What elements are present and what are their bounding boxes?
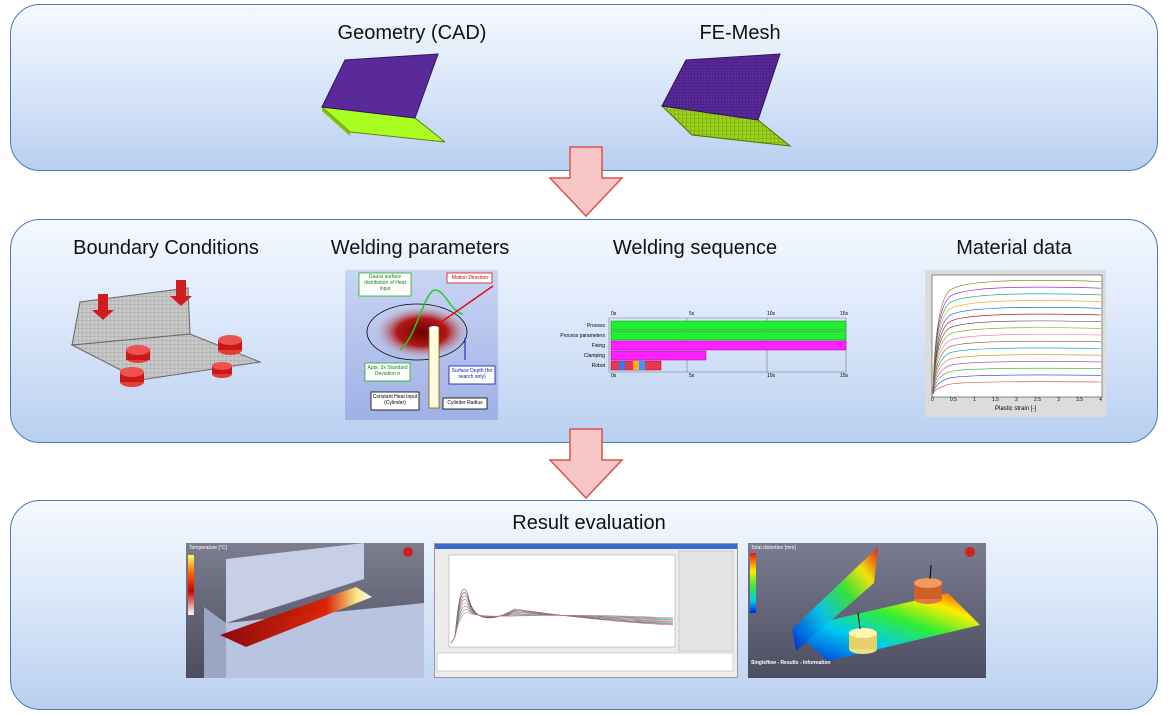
result-curve [450, 612, 674, 644]
material-xlabel: Plastic strain [-] [994, 406, 1036, 412]
seq-tick-10: 10s [767, 311, 776, 317]
temperature-result-image: Temperature [°C] [186, 543, 424, 678]
cylinder-radius-callout: Cylinder Radius [447, 400, 483, 406]
mat-xtick-0: 0 [931, 397, 934, 403]
surface-depth-callout: Surface Depth (for search only) [451, 368, 493, 380]
mat-xtick-3: 1.5 [991, 397, 999, 403]
welding-sequence-label: Welding sequence [612, 237, 778, 259]
boundary-conditions-image [70, 280, 270, 398]
seq-row-fixing: Fixing [591, 343, 605, 349]
welding-parameters-diagram: Gauss surface distribution of Heat Input… [345, 270, 498, 420]
material-curve [932, 286, 1102, 395]
flow-arrow-1 [548, 146, 624, 218]
seq-tick-15: 15s [840, 311, 849, 317]
cad-geometry-image [320, 52, 445, 148]
mat-xtick-8: 4 [1099, 397, 1102, 403]
mat-xtick-2: 1 [973, 397, 976, 403]
material-curve [932, 354, 1102, 395]
seq-row-process: Process [586, 323, 605, 329]
mat-xtick-5: 2.5 [1034, 397, 1041, 403]
material-curve [932, 381, 1102, 395]
mat-xtick-1: 0.5 [949, 397, 957, 403]
result-evaluation-label: Result evaluation [512, 512, 666, 534]
distortion-result-image: Total distortion [mm] Singleflow - Resul… [748, 543, 986, 678]
material-curve [932, 280, 1102, 395]
plot-window-titlebar [435, 544, 737, 549]
welding-parameters-label: Welding parameters [330, 237, 510, 259]
material-data-chart: 0 0.5 1 1.5 2 2.5 3 3.5 4 Plastic strain… [925, 270, 1106, 417]
seq-row-robot: Robot [591, 363, 605, 369]
constant-heat-callout: Constant Heat Input (Cylinder) [372, 394, 418, 406]
material-curve [932, 293, 1102, 395]
distortion-title: Total distortion [mm] [751, 545, 796, 551]
result-plot-window [434, 543, 738, 678]
mat-xtick-7: 3.5 [1076, 397, 1084, 403]
seq-tick-0-bottom: 0s [611, 373, 617, 379]
seq-tick-10-bottom: 10s [767, 373, 776, 379]
material-curve [932, 327, 1102, 395]
welding-sequence-chart: Process Process parameters Fixing Clampi… [553, 310, 853, 382]
temperature-title: Temperature [°C] [189, 545, 227, 551]
distortion-footer: Singleflow - Results - Information [751, 660, 831, 666]
fe-mesh-label: FE-Mesh [699, 22, 781, 44]
material-curve [932, 320, 1102, 395]
seq-tick-5-bottom: 5s [689, 373, 695, 379]
seq-tick-0: 0s [611, 311, 617, 317]
boundary-conditions-label: Boundary Conditions [73, 237, 259, 259]
material-curve [932, 374, 1102, 395]
motion-direction-callout: Motion Direction [451, 275, 489, 281]
material-curve [932, 300, 1102, 395]
mat-xtick-4: 2 [1015, 397, 1018, 403]
seq-row-process-params: Process parameters [560, 333, 605, 339]
material-curve [932, 347, 1102, 395]
std-deviation-callout: Appr. 3x Standard Deviation σ [367, 365, 408, 377]
flow-arrow-2 [548, 428, 624, 500]
material-curve [932, 307, 1102, 395]
material-curve [932, 334, 1102, 395]
seq-tick-15-bottom: 15s [840, 373, 849, 379]
seq-tick-5: 5s [689, 311, 695, 317]
gauss-callout: Gauss surface distribution of Heat Input [364, 274, 406, 292]
geometry-mesh-panel [10, 4, 1158, 171]
material-curve [932, 367, 1102, 395]
seq-row-clamping: Clamping [583, 353, 605, 359]
fe-mesh-image [658, 50, 793, 150]
mat-xtick-6: 3 [1057, 397, 1060, 403]
material-curve [932, 340, 1102, 395]
material-data-label: Material data [956, 237, 1072, 259]
material-curve [932, 313, 1102, 395]
geometry-label: Geometry (CAD) [337, 22, 487, 44]
material-curve [932, 361, 1102, 395]
